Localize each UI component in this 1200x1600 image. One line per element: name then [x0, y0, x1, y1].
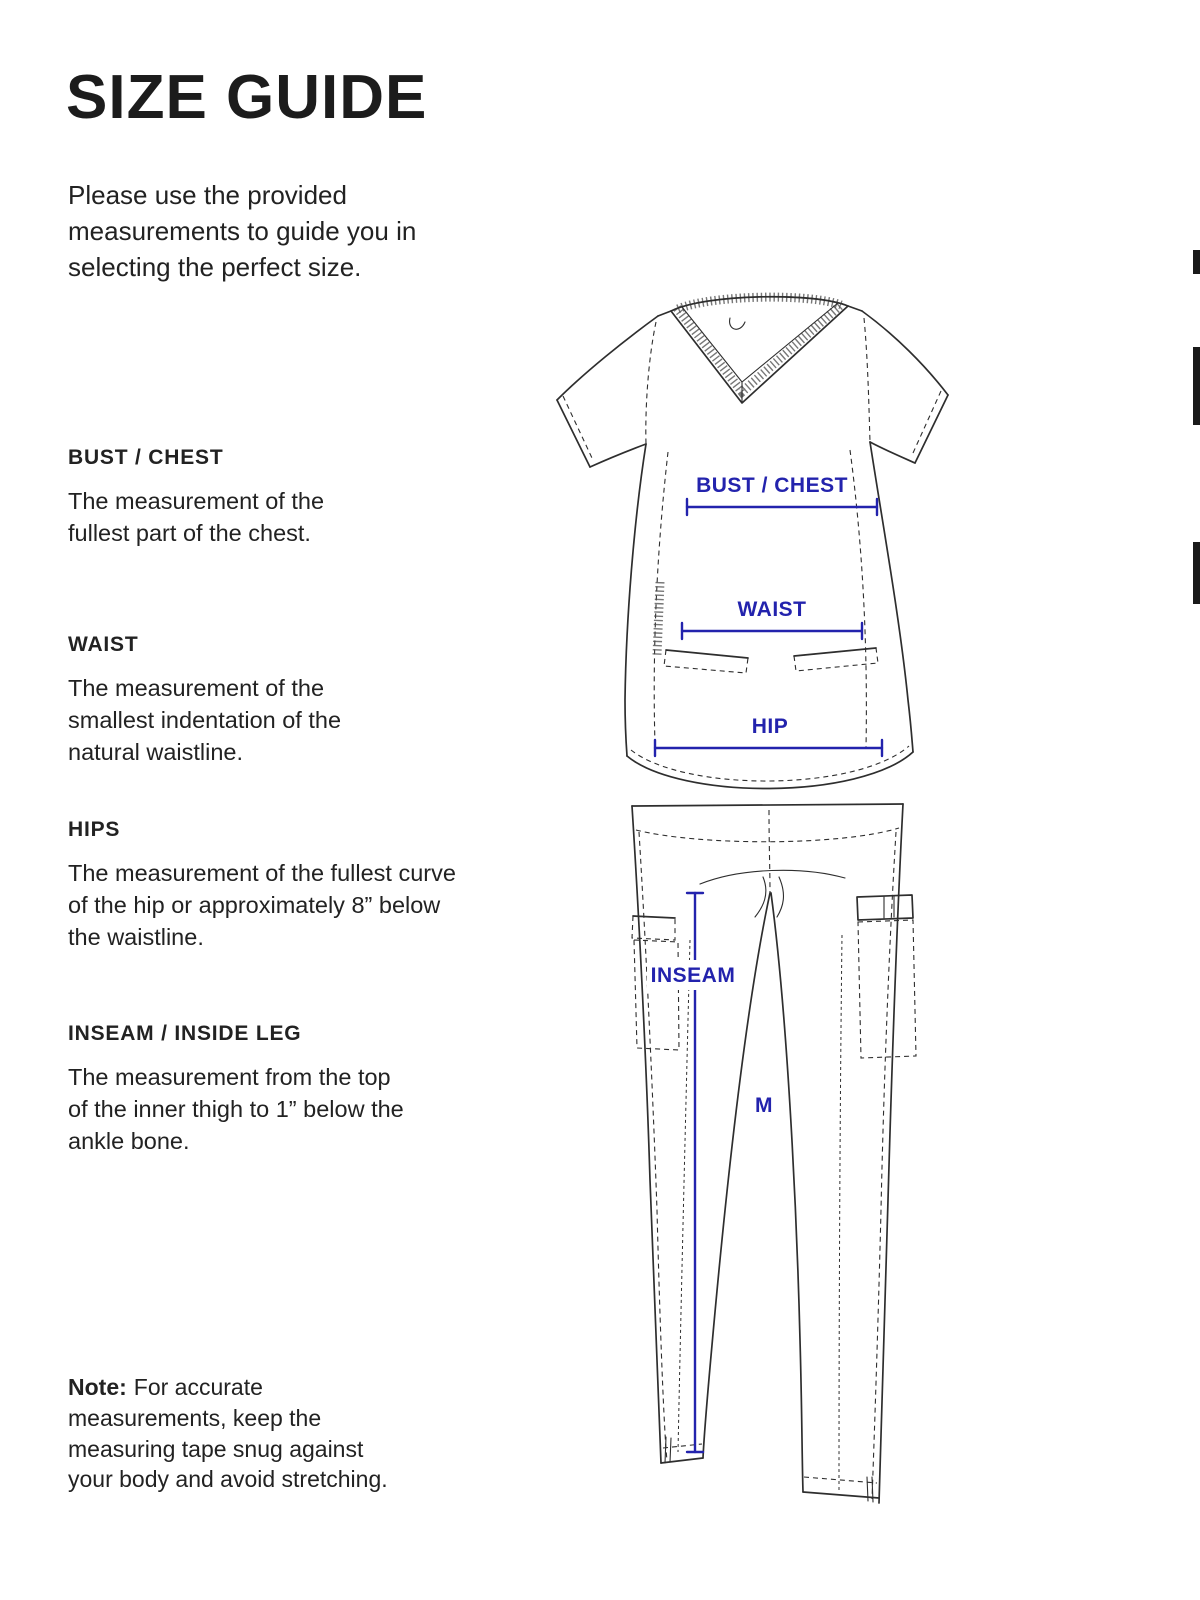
right-welt-pocket	[793, 647, 879, 672]
page-edge-artifact	[1193, 347, 1200, 425]
left-cargo-pocket-flap	[631, 915, 676, 941]
definition-heading: HIPS	[68, 818, 121, 841]
definition-waist: WAIST The measurement of the smallest in…	[68, 633, 380, 769]
top-hem	[626, 751, 914, 790]
collar-back-inner	[681, 296, 839, 308]
pants-right-inseam-edge	[770, 892, 804, 1493]
definition-body: The measurement of the smallest indentat…	[68, 675, 342, 765]
right-sleeve-hem	[914, 394, 949, 464]
left-sleeve-hem-stitch	[562, 395, 593, 459]
definition-body: The measurement from the top of the inne…	[68, 1064, 404, 1154]
left-sleeve-top	[556, 315, 659, 401]
waist-measure-ticks	[680, 621, 864, 641]
pants-right-hem-slit	[866, 1476, 874, 1503]
page-edge-artifact	[1193, 542, 1200, 604]
top-left-side-seam	[624, 443, 647, 757]
left-sleeve-hem	[556, 399, 591, 468]
garment-diagram: BUST / CHEST WAIST HIP INSEAM M	[556, 292, 949, 1504]
right-cargo-pocket-body	[857, 919, 917, 1059]
definition-body: The measurement of the fullest part of t…	[68, 488, 325, 546]
left-welt-pocket	[663, 649, 749, 674]
measurement-note: Note:For accurate measurements, keep the…	[68, 1372, 403, 1495]
pants-right-outseam	[878, 803, 904, 1504]
scrub-top-drawing	[556, 292, 949, 790]
drawstring-tail-left	[754, 876, 767, 918]
right-cargo-pocket-pen-slot	[883, 895, 895, 919]
left-princess-seam	[653, 451, 669, 746]
pants-right-hem-stitch	[803, 1476, 878, 1484]
scrub-top-silhouette	[557, 295, 948, 789]
bust-measure-ticks	[685, 497, 879, 517]
intro-text: Please use the provided measurements to …	[68, 180, 417, 282]
definition-body: The measurement of the fullest curve of …	[68, 860, 456, 950]
note-body: For accurate measurements, keep the meas…	[68, 1374, 388, 1493]
measurement-annotations: BUST / CHEST WAIST HIP INSEAM M	[647, 474, 884, 1454]
left-shoulder-seam	[657, 310, 672, 317]
left-underarm	[589, 443, 647, 468]
inseam-measure-ticks	[685, 891, 705, 1454]
pants-left-hem-stitch	[662, 1443, 703, 1449]
inseam-measure-label: INSEAM	[651, 964, 736, 987]
definition-heading: BUST / CHEST	[68, 446, 224, 469]
pants-right-crease	[838, 934, 843, 1491]
left-cargo-pocket-body	[633, 939, 680, 1051]
hip-measure-ticks	[653, 738, 884, 758]
pants-left-outseam-stitch	[638, 831, 668, 1462]
pants-left-outseam	[631, 805, 662, 1464]
back-neck-label-loop	[729, 317, 746, 330]
pants-right-hem	[802, 1491, 880, 1499]
waist-measure-label: WAIST	[738, 598, 807, 621]
right-sleeve-hem-stitch	[912, 390, 942, 454]
right-underarm	[869, 441, 916, 464]
pants-left-hem-slit	[664, 1436, 672, 1464]
pants-left-crease	[677, 939, 691, 1453]
pants-center-front-seam	[768, 809, 771, 894]
pants-right-outseam-stitch	[871, 831, 897, 1500]
inseam-label-backdrop	[647, 960, 741, 990]
hip-measure-label: HIP	[752, 715, 789, 738]
definition-heading: WAIST	[68, 633, 139, 656]
right-armhole-seam	[863, 317, 871, 443]
definition-inseam: INSEAM / INSIDE LEG The measurement from…	[68, 1022, 408, 1158]
page-title: SIZE GUIDE	[66, 63, 428, 132]
drawstring-tail-right	[776, 876, 785, 918]
page-edge-artifact	[1193, 250, 1200, 274]
right-cargo-pocket-flap	[856, 894, 914, 921]
size-marker-label: M	[755, 1094, 773, 1117]
right-shoulder-seam	[847, 305, 863, 312]
definition-heading: INSEAM / INSIDE LEG	[68, 1022, 302, 1045]
right-sleeve-top	[861, 310, 949, 396]
definition-hips: HIPS The measurement of the fullest curv…	[68, 818, 456, 954]
left-armhole-seam	[645, 321, 657, 445]
top-hem-stitch	[630, 745, 910, 782]
drawstring	[699, 869, 846, 885]
bust-measure-label: BUST / CHEST	[696, 474, 848, 497]
pants-left-inseam-edge	[702, 892, 771, 1459]
note-label: Note:	[68, 1374, 127, 1400]
pants-waist-seam	[635, 827, 900, 843]
pants-left-hem	[660, 1457, 704, 1464]
definition-bust-chest: BUST / CHEST The measurement of the full…	[68, 446, 358, 550]
pants-waist-top	[631, 803, 904, 807]
scrub-pants-drawing	[631, 803, 917, 1504]
top-right-side-seam	[869, 441, 914, 753]
